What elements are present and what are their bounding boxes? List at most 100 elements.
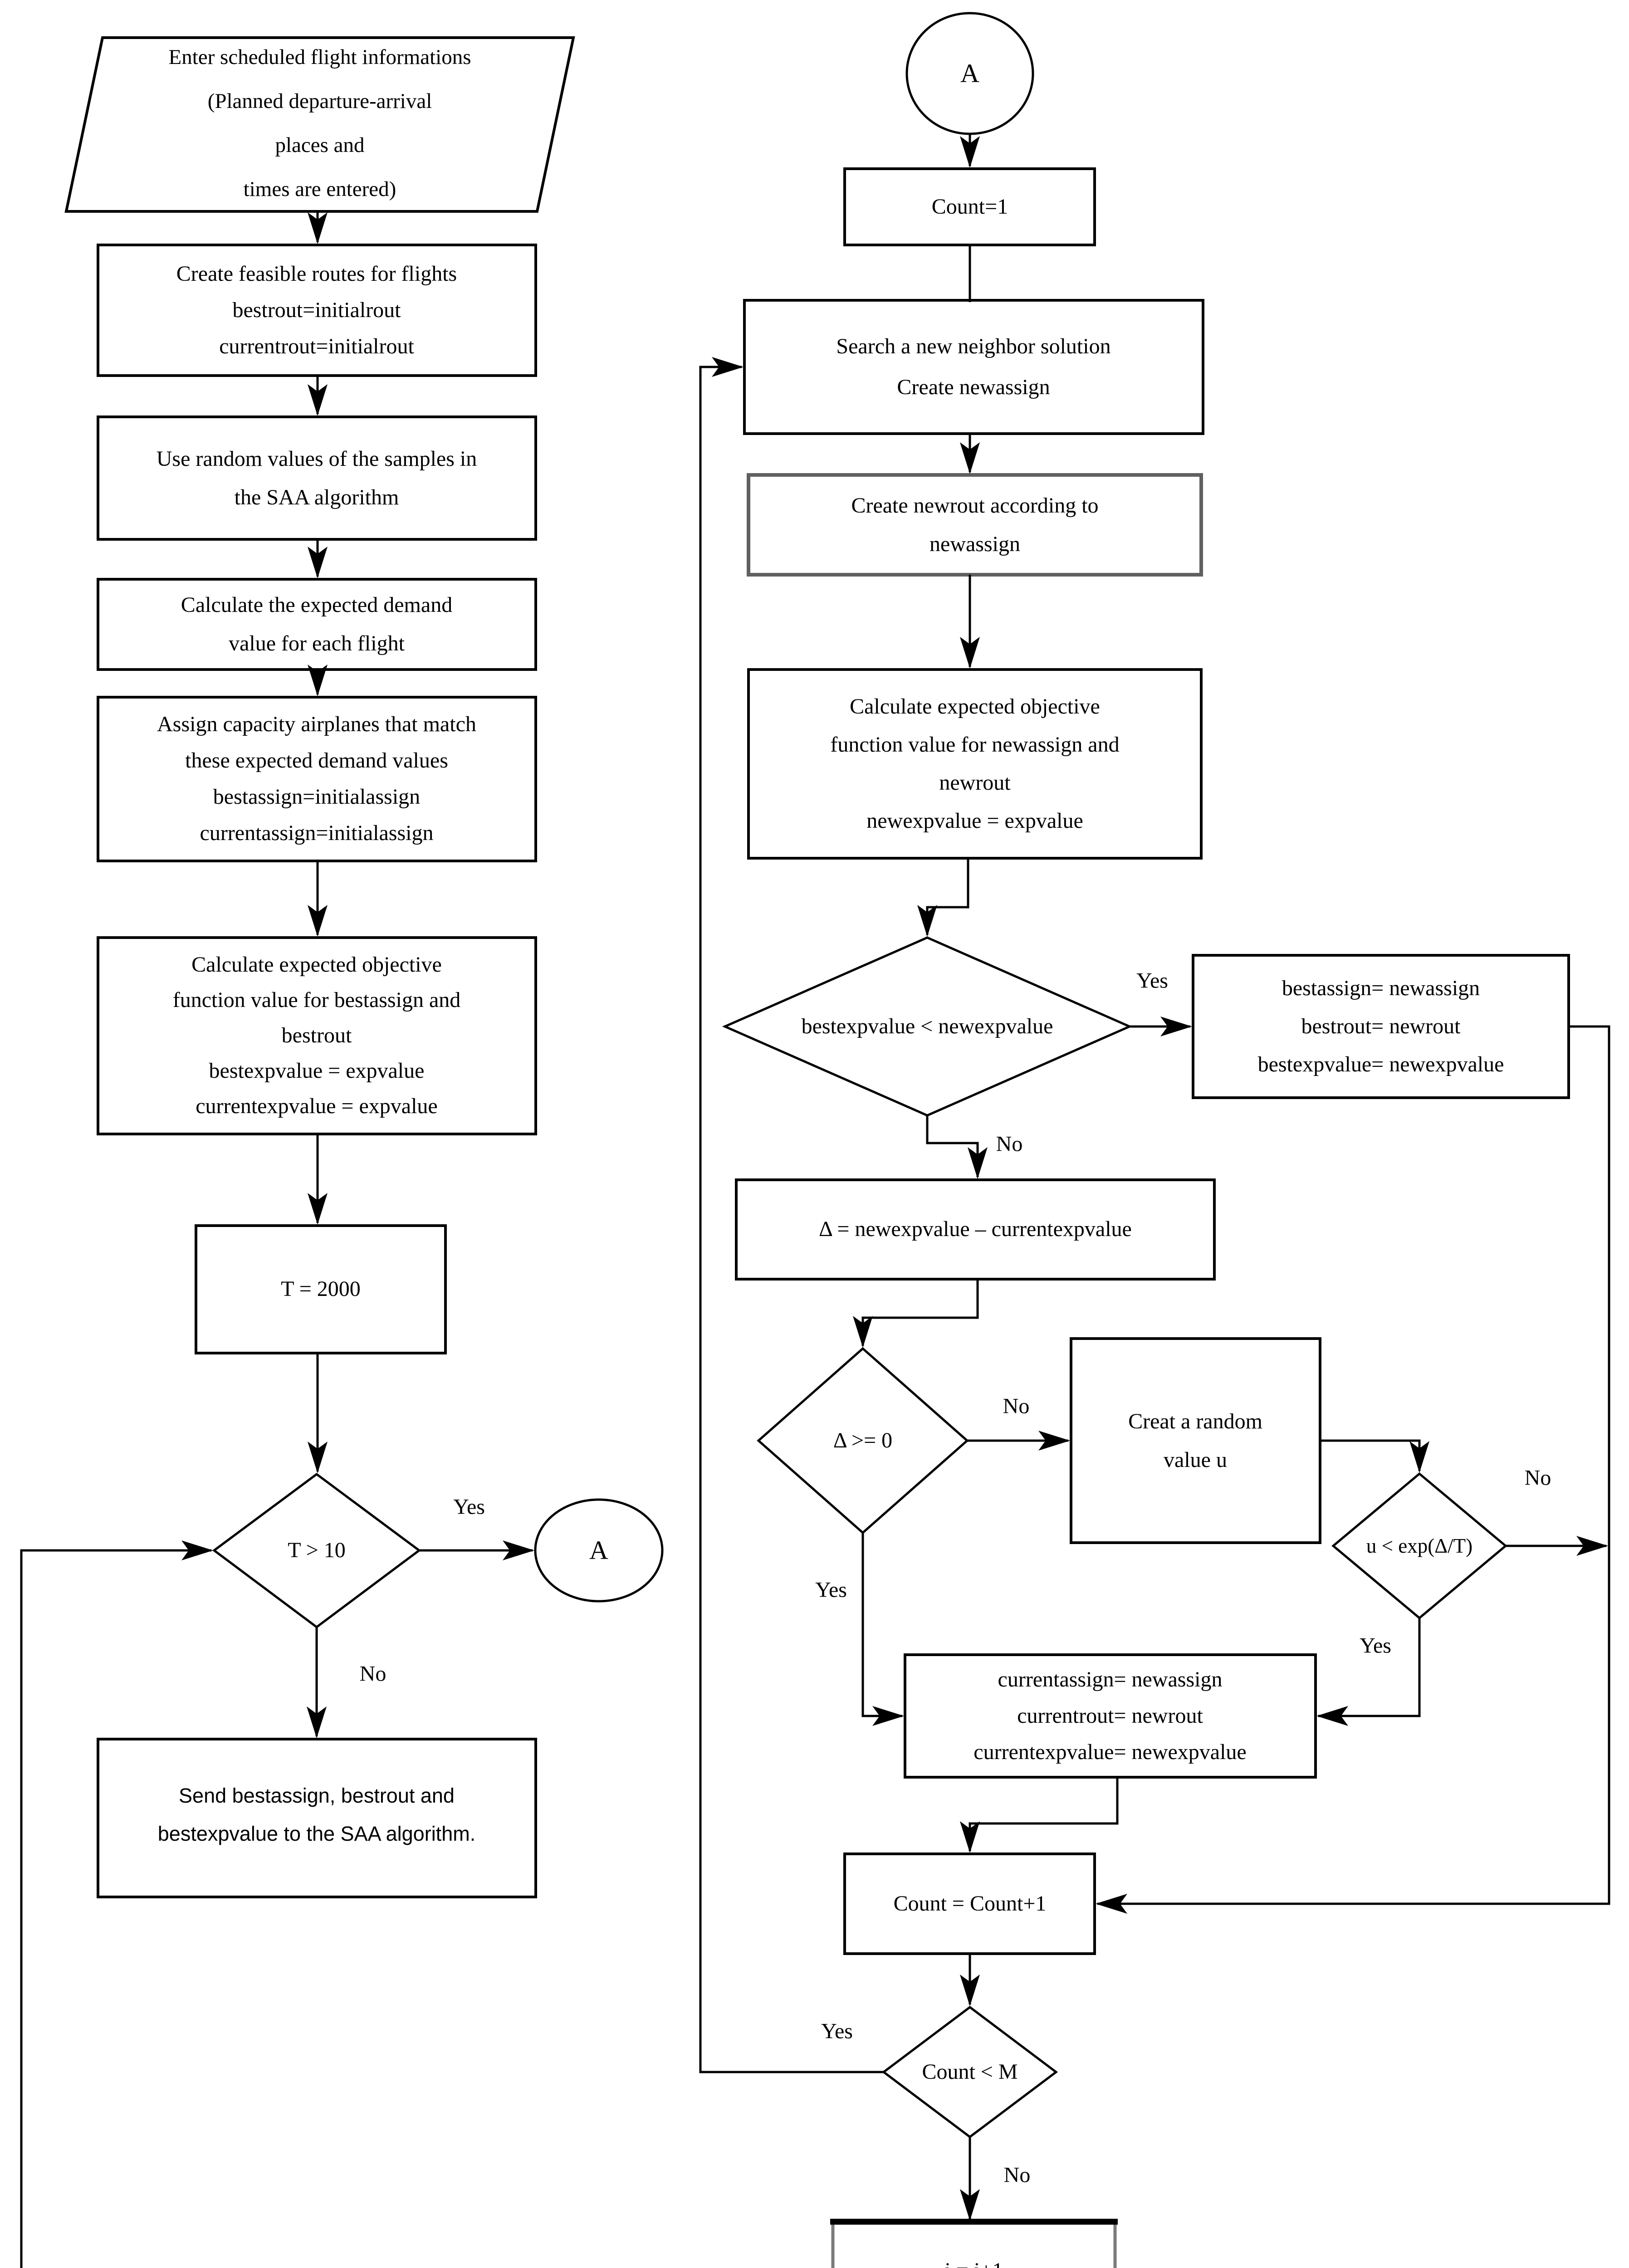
calc-obj-new-text: Calculate expected objective function va… xyxy=(830,688,1119,840)
delta-check-text: Δ >= 0 xyxy=(833,1422,892,1459)
cool-down-text: i = i+1 T(i) = α * T(i–1) xyxy=(901,2251,1047,2268)
assign-capacity-line2: these expected demand values xyxy=(185,748,448,772)
update-best-line3: bestexpvalue= newexpvalue xyxy=(1257,1052,1504,1076)
create-newrout-text: Create newrout according to newassign xyxy=(851,486,1098,563)
temp-check-no-label: No xyxy=(359,1662,386,1686)
calc-demand-line1: Calculate the expected demand xyxy=(181,593,453,617)
update-current-box-shape xyxy=(904,1653,1317,1779)
create-random-u-line2: value u xyxy=(1164,1448,1227,1472)
connector-a-top-circle-shape xyxy=(905,12,1034,135)
calc-obj-new-line2: function value for newassign and xyxy=(830,733,1120,757)
metropolis-check-yes-label: Yes xyxy=(1360,1633,1391,1658)
create-routes-line3: currentrout=initialrout xyxy=(219,334,414,358)
calc-obj-best-line4: bestexpvalue = expvalue xyxy=(209,1059,425,1083)
set-temperature-box-shape xyxy=(195,1224,447,1354)
edge-random-u-to-metropolis xyxy=(1320,1439,1429,1473)
calc-demand-text: Calculate the expected demand value for … xyxy=(181,586,452,663)
increment-count-text: Count = Count+1 xyxy=(894,1886,1047,1922)
connector-a-left-text: A xyxy=(589,1532,608,1569)
cool-down-line1: i = i+1 xyxy=(901,2251,1047,2268)
delta-assign-box-shape xyxy=(735,1178,1216,1281)
create-routes-line1: Create feasible routes for flights xyxy=(176,262,457,286)
create-routes-text: Create feasible routes for flights bestr… xyxy=(176,256,457,365)
create-routes-line2: bestrout=initialrout xyxy=(232,298,401,322)
best-vs-new-text: bestexpvalue < newexpvalue xyxy=(802,1008,1053,1045)
increment-count-label: Count = Count+1 xyxy=(893,1892,1047,1916)
calc-obj-best-line1: Calculate expected objective xyxy=(191,953,442,977)
calc-obj-best-line2: function value for bestassign and xyxy=(172,988,461,1012)
calc-demand-line2: value for each flight xyxy=(229,631,405,655)
calc-obj-new-line4: newexpvalue = expvalue xyxy=(866,809,1083,833)
init-count-label: Count=1 xyxy=(931,195,1008,219)
calc-obj-best-text: Calculate expected objective function va… xyxy=(173,947,461,1124)
assign-capacity-line3: bestassign=initialassign xyxy=(213,785,421,809)
assign-capacity-line4: currentassign=initialassign xyxy=(200,821,434,845)
use-random-line1: Use random values of the samples in xyxy=(156,447,477,471)
count-check-label: Count < M xyxy=(922,2060,1018,2084)
update-best-line1: bestassign= newassign xyxy=(1282,976,1480,1000)
send-saa-line1: Send bestassign, bestrout and xyxy=(179,1784,455,1807)
calc-obj-best-line3: bestrout xyxy=(281,1023,352,1047)
update-current-text: currentassign= newassign currentrout= ne… xyxy=(973,1662,1246,1770)
send-saa-line2: bestexpvalue to the SAA algorithm. xyxy=(157,1822,476,1845)
update-current-line1: currentassign= newassign xyxy=(998,1667,1223,1691)
temp-check-label: T > 10 xyxy=(288,1538,346,1562)
assign-capacity-line1: Assign capacity airplanes that match xyxy=(157,712,476,736)
count-check-yes-label: Yes xyxy=(821,2019,853,2043)
metropolis-check-no-label: No xyxy=(1524,1466,1551,1490)
edge-delta-yes-to-current xyxy=(861,1533,904,1726)
edge-cooldown-to-temp-check xyxy=(20,1540,213,2268)
delta-assign-label: Δ = newexpvalue – currentexpvalue xyxy=(819,1217,1132,1241)
delta-check-no-label: No xyxy=(1003,1394,1030,1418)
search-neighbor-text: Search a new neighbor solution Create ne… xyxy=(836,326,1110,408)
enter-info-line1: Enter scheduled flight informations xyxy=(168,45,471,69)
create-random-u-text: Creat a random value u xyxy=(1128,1402,1262,1479)
enter-info-line3: places and xyxy=(275,133,365,157)
count-check-no-label: No xyxy=(1003,2163,1031,2187)
connector-a-left-label: A xyxy=(589,1535,608,1565)
enter-info-text: Enter scheduled flight informations (Pla… xyxy=(169,35,471,211)
set-temperature-text: T = 2000 xyxy=(281,1271,361,1307)
create-newrout-line1: Create newrout according to xyxy=(851,494,1099,518)
calc-obj-best-line5: currentexpvalue = expvalue xyxy=(196,1094,438,1118)
update-best-text: bestassign= newassign bestrout= newrout … xyxy=(1258,969,1504,1084)
create-newrout-box-shape xyxy=(747,473,1203,577)
connector-a-top-text: A xyxy=(960,55,979,92)
enter-info-line4: times are entered) xyxy=(243,177,396,201)
search-neighbor-line1: Search a new neighbor solution xyxy=(836,334,1111,358)
update-current-line2: currentrout= newrout xyxy=(1017,1704,1203,1728)
metropolis-check-text: u < exp(Δ/T) xyxy=(1366,1528,1472,1564)
connector-a-left-circle-shape xyxy=(534,1498,664,1603)
send-saa-box-shape xyxy=(97,1738,537,1898)
best-vs-new-label: bestexpvalue < newexpvalue xyxy=(801,1014,1053,1038)
count-check-text: Count < M xyxy=(922,2054,1018,2090)
create-newrout-line2: newassign xyxy=(929,532,1020,556)
delta-check-yes-label: Yes xyxy=(815,1578,847,1602)
calc-obj-new-line1: Calculate expected objective xyxy=(850,694,1100,719)
best-check-no-label: No xyxy=(996,1132,1023,1156)
create-random-u-line1: Creat a random xyxy=(1128,1409,1262,1433)
update-current-line3: currentexpvalue= newexpvalue xyxy=(973,1740,1247,1764)
edge-delta-to-delta-check xyxy=(853,1279,979,1348)
delta-assign-text: Δ = newexpvalue – currentexpvalue xyxy=(819,1211,1132,1247)
calc-obj-new-line3: newrout xyxy=(939,771,1011,795)
search-neighbor-box-shape xyxy=(743,299,1204,435)
assign-capacity-text: Assign capacity airplanes that match the… xyxy=(157,706,476,851)
metropolis-check-label: u < exp(Δ/T) xyxy=(1366,1535,1473,1557)
calc-obj-new-box-shape xyxy=(747,668,1203,860)
edge-current-to-increment xyxy=(960,1777,1119,1853)
enter-info-line2: (Planned departure-arrival xyxy=(207,89,432,113)
enter-info-parallelogram-shape xyxy=(64,36,575,213)
edge-metropolis-yes-to-current xyxy=(1316,1618,1421,1726)
edge-objective-to-best-check xyxy=(917,858,969,937)
init-count-text: Count=1 xyxy=(932,189,1008,225)
delta-check-label: Δ >= 0 xyxy=(833,1428,893,1452)
set-temperature-label: T = 2000 xyxy=(281,1277,361,1301)
use-random-text: Use random values of the samples in the … xyxy=(157,440,477,517)
search-neighbor-line2: Create newassign xyxy=(897,375,1050,399)
edge-update-best-to-increment xyxy=(1096,1025,1610,1914)
best-check-yes-label: Yes xyxy=(1136,968,1168,993)
send-saa-text: Send bestassign, bestrout and bestexpval… xyxy=(158,1777,475,1853)
